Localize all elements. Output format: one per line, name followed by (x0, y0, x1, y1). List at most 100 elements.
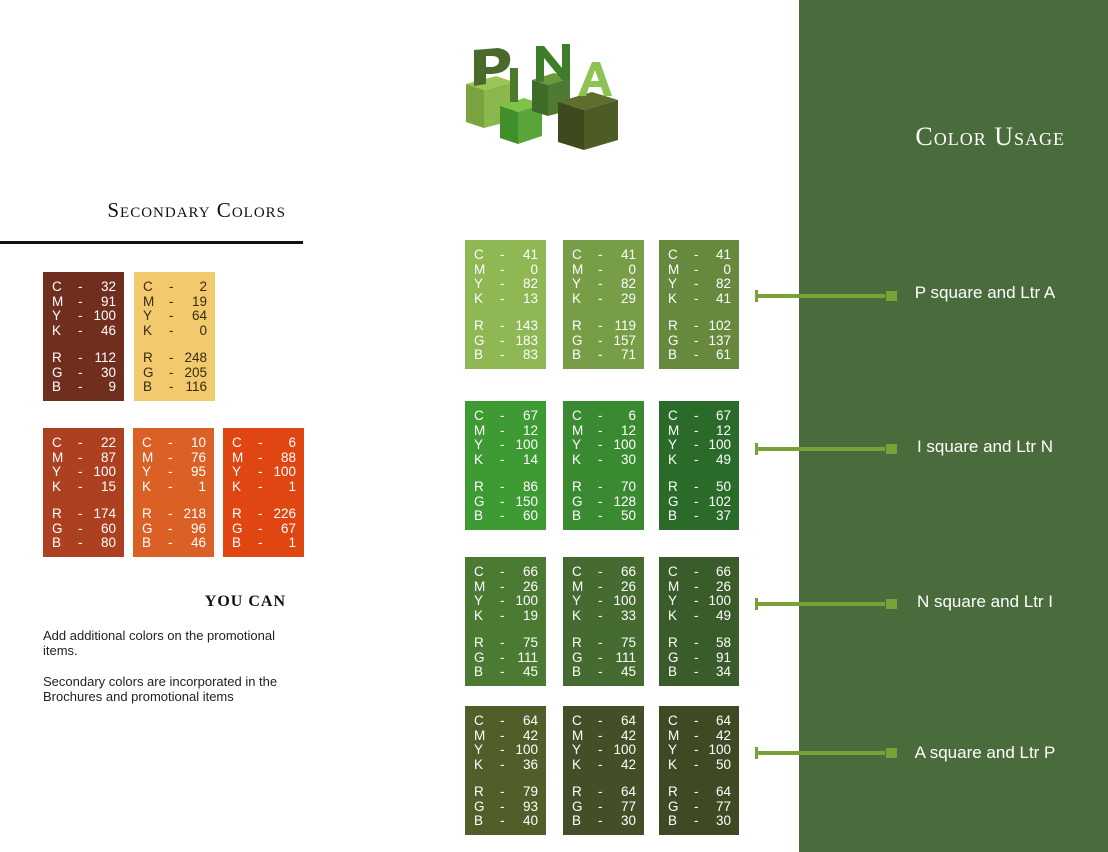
channel-letter: G (474, 798, 485, 814)
channel-value: 49 (715, 607, 731, 623)
channel-letter: M (52, 449, 64, 465)
channel-letter: G (143, 364, 154, 380)
channel-letter: K (232, 478, 242, 494)
swatch-row-y: Y-100 (572, 593, 636, 609)
channel-value: 95 (190, 464, 206, 479)
swatch-row-r: R-218 (142, 506, 206, 522)
swatch-row-m: M-19 (143, 293, 207, 310)
channel-letter: M (572, 727, 584, 743)
channel-value: 87 (100, 449, 116, 465)
channel-dash: - (258, 535, 263, 550)
swatch-row-r: R-75 (474, 635, 538, 651)
channel-letter: B (668, 508, 678, 523)
channel-letter: K (474, 451, 484, 467)
channel-letter: B (474, 664, 484, 679)
secondary-colors-title: Secondary Colors (107, 198, 286, 222)
channel-value: 137 (708, 332, 731, 348)
channel-dash: - (500, 813, 505, 828)
channel-value: 50 (715, 479, 731, 494)
swatch-row-y: Y-100 (668, 437, 731, 453)
channel-dash: - (694, 635, 699, 650)
channel-letter: B (474, 813, 484, 828)
channel-dash: - (694, 742, 699, 757)
channel-dash: - (598, 508, 603, 523)
channel-letter: C (572, 247, 582, 262)
connector-line (755, 747, 897, 759)
swatch-row-k: K-14 (474, 451, 538, 468)
channel-dash: - (258, 449, 263, 465)
channel-letter: R (52, 350, 62, 365)
channel-letter: G (142, 520, 153, 536)
channel-letter: B (142, 535, 152, 550)
channel-dash: - (500, 756, 505, 772)
channel-dash: - (598, 756, 603, 772)
swatch-row-g: G-30 (52, 364, 116, 381)
channel-letter: K (668, 290, 678, 306)
channel-dash: - (78, 535, 83, 550)
channel-value: 30 (100, 364, 116, 380)
channel-value: 100 (273, 464, 296, 479)
swatch-row-g: G-93 (474, 798, 538, 815)
channel-dash: - (694, 798, 699, 814)
swatch-row-b: B-116 (143, 379, 207, 395)
channel-dash: - (598, 290, 603, 306)
channel-dash: - (78, 279, 83, 294)
channel-value: 100 (613, 437, 636, 452)
swatch-row-g: G-128 (572, 494, 636, 510)
channel-value: 41 (715, 290, 731, 306)
channel-letter: B (474, 347, 484, 362)
channel-letter: K (474, 290, 484, 306)
channel-letter: C (143, 279, 153, 294)
channel-dash: - (500, 422, 505, 438)
channel-dash: - (598, 727, 603, 743)
channel-letter: C (668, 564, 678, 579)
channel-value: 61 (715, 347, 731, 362)
channel-dash: - (500, 593, 505, 608)
swatch-row-g: G-157 (572, 333, 636, 349)
swatch-row-b: B-45 (474, 664, 538, 680)
channel-dash: - (500, 607, 505, 623)
channel-letter: C (474, 247, 484, 262)
channel-letter: C (572, 564, 582, 579)
channel-value: 70 (620, 479, 636, 494)
channel-value: 14 (522, 451, 538, 467)
channel-value: 46 (100, 322, 116, 338)
channel-value: 42 (620, 727, 636, 743)
swatch-row-b: B-50 (572, 508, 636, 524)
channel-dash: - (78, 464, 83, 479)
channel-dash: - (598, 813, 603, 828)
channel-letter: M (143, 293, 155, 309)
swatch-row-r: R-248 (143, 350, 207, 366)
swatch-row-m: M-0 (572, 262, 636, 278)
channel-value: 66 (620, 564, 636, 579)
channel-dash: - (258, 464, 263, 479)
channel-dash: - (598, 318, 603, 333)
channel-dash: - (500, 564, 505, 579)
swatch-row-c: C-32 (52, 279, 116, 295)
channel-value: 0 (199, 322, 207, 338)
channel-dash: - (694, 784, 699, 799)
swatch-row-y: Y-100 (572, 742, 636, 758)
channel-letter: K (52, 322, 62, 338)
channel-letter: R (572, 318, 582, 333)
channel-letter: R (52, 506, 62, 521)
channel-letter: Y (668, 593, 678, 608)
channel-value: 50 (715, 756, 731, 772)
channel-dash: - (78, 435, 83, 450)
swatch-row-c: C-41 (572, 247, 636, 263)
channel-value: 100 (515, 742, 538, 757)
channel-value: 22 (100, 435, 116, 450)
channel-value: 64 (715, 713, 731, 728)
swatch-row-b: B-46 (142, 535, 206, 551)
swatch-row-g: G-91 (668, 649, 731, 666)
swatch-row-b: B-30 (668, 813, 731, 829)
logo-letter-a (578, 62, 612, 96)
channel-dash: - (598, 247, 603, 262)
channel-dash: - (169, 279, 174, 294)
swatch-row-g: G-183 (474, 333, 538, 349)
channel-dash: - (694, 649, 699, 665)
channel-value: 26 (620, 578, 636, 594)
channel-dash: - (500, 727, 505, 743)
swatch-row-r: R-64 (668, 784, 731, 800)
